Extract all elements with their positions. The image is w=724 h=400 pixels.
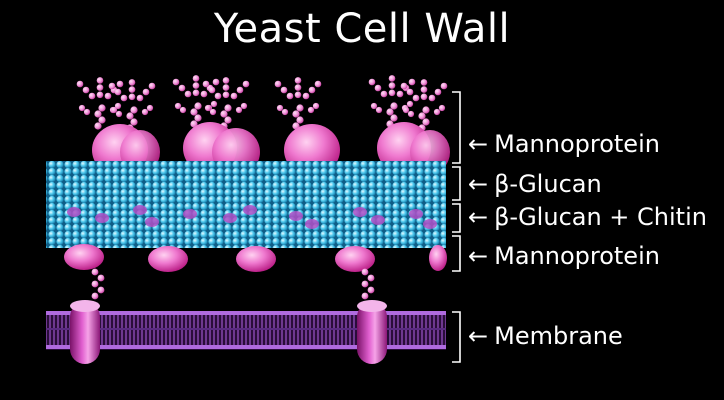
label-beta-glucan-chitin: ←β-Glucan + Chitin	[468, 203, 707, 231]
arrow-left-icon: ←	[468, 203, 488, 231]
arrow-left-icon: ←	[468, 242, 488, 270]
label-membrane: ←Membrane	[468, 322, 623, 350]
arrow-left-icon: ←	[468, 322, 488, 350]
arrow-left-icon: ←	[468, 130, 488, 158]
label-beta-glucan: ←β-Glucan	[468, 170, 602, 198]
arrow-left-icon: ←	[468, 170, 488, 198]
label-mannoprotein-inner: ←Mannoprotein	[468, 242, 660, 270]
beta-glucan-layer	[46, 161, 446, 248]
label-mannoprotein-outer: ←Mannoprotein	[468, 130, 660, 158]
mannan-chains	[77, 75, 448, 132]
inner-mannoproteins	[64, 244, 447, 272]
layer-brackets	[452, 92, 460, 362]
gpi-anchors	[92, 269, 375, 300]
